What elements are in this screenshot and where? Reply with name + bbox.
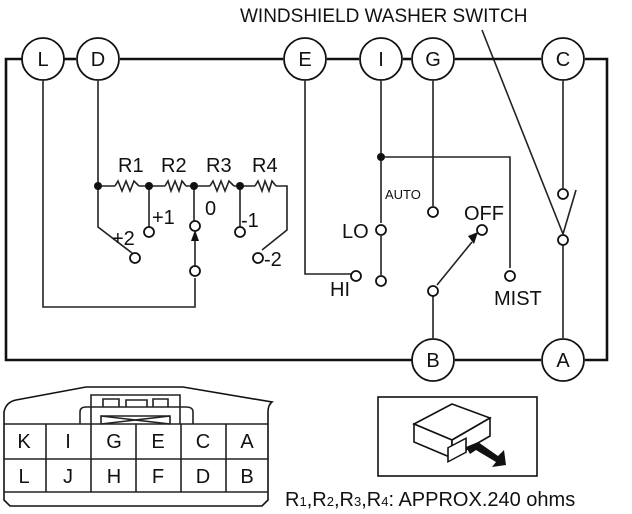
resistor-r1-label: R1 — [118, 155, 144, 177]
contact-auto — [427, 206, 439, 218]
view-direction-arrow-icon — [466, 442, 506, 467]
lo-label: LO — [342, 221, 369, 243]
connector-face — [3, 386, 274, 507]
contact-washer-a — [557, 234, 569, 246]
contact-int-common — [189, 265, 201, 277]
terminal-i: I — [359, 37, 403, 81]
connector-pins-bottom-row: L J H F D B — [18, 466, 253, 488]
connector-pin: F — [152, 466, 164, 488]
contact-minus2 — [252, 252, 264, 264]
contact-plus2 — [129, 252, 141, 264]
contact-zero — [189, 220, 201, 232]
hi-label: HI — [330, 279, 350, 301]
svg-text:I: I — [378, 49, 384, 71]
svg-text:L: L — [37, 49, 48, 71]
connector-pin: A — [240, 431, 254, 453]
connector-pin: B — [240, 466, 253, 488]
contact-lo — [375, 224, 387, 236]
contact-mist — [504, 270, 516, 282]
terminal-g: G — [411, 37, 455, 81]
pos-plus2-label: +2 — [112, 228, 135, 250]
connector-pin: H — [107, 466, 121, 488]
auto-label: AUTO — [385, 187, 421, 202]
svg-text:B: B — [426, 350, 439, 372]
terminal-a: A — [541, 338, 585, 382]
resistor-r4-label: R4 — [252, 155, 278, 177]
resistor-r2-label: R2 — [161, 155, 187, 177]
contact-minus1 — [234, 226, 246, 238]
svg-text:A: A — [556, 350, 570, 372]
connector-pin: L — [18, 466, 29, 488]
contact-i-low — [375, 275, 387, 287]
terminal-b: B — [411, 338, 455, 382]
contact-plus1 — [143, 226, 155, 238]
pos-plus1-label: +1 — [152, 207, 175, 229]
svg-text:E: E — [298, 49, 311, 71]
terminal-d: D — [76, 37, 120, 81]
connector-pin: C — [196, 431, 210, 453]
contact-off — [476, 224, 488, 236]
contact-b-common — [427, 285, 439, 297]
pos-minus1-label: -1 — [241, 210, 259, 232]
svg-text:C: C — [556, 49, 570, 71]
contact-hi — [350, 270, 362, 282]
int-selector-arrowhead — [191, 230, 199, 241]
connector-pin: I — [65, 431, 71, 453]
terminal-e: E — [283, 37, 327, 81]
connector-pin: E — [151, 431, 164, 453]
connector-pin: K — [17, 431, 31, 453]
contact-washer-c — [557, 188, 569, 200]
junction-nodes — [94, 153, 385, 190]
connector-body-icon — [412, 403, 492, 464]
off-label: OFF — [464, 203, 504, 225]
terminal-l: L — [21, 37, 65, 81]
terminal-c: C — [541, 37, 585, 81]
diagram-title: WINDSHIELD WASHER SWITCH — [240, 6, 527, 27]
wiper-selector-arrowhead — [468, 232, 478, 244]
connector-pin: G — [106, 431, 122, 453]
connector-view-inset — [377, 396, 538, 477]
switch-contacts — [129, 188, 569, 297]
pos-minus2-label: -2 — [264, 249, 282, 271]
connector-pin: J — [63, 466, 73, 488]
mist-label: MIST — [494, 288, 542, 310]
resistor-r3-label: R3 — [206, 155, 232, 177]
switch-outer-frame — [4, 57, 609, 362]
pos-zero-label: 0 — [205, 198, 216, 220]
svg-text:D: D — [91, 49, 105, 71]
svg-text:G: G — [425, 49, 441, 71]
connector-pins-top-row: K I G E C A — [17, 431, 254, 453]
switch-pointer-line — [481, 29, 564, 235]
resistance-note: R1,R2,R3,R4: APPROX.240 ohms — [285, 489, 575, 511]
connector-pin: D — [196, 466, 210, 488]
